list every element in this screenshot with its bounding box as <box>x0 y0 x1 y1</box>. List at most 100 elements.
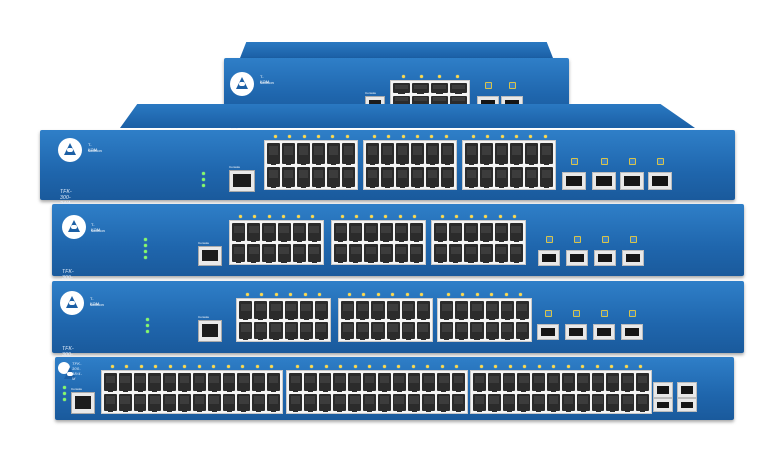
rj45-port <box>269 321 283 340</box>
sfp-port-cage <box>657 402 669 408</box>
sfp-port-cage <box>569 328 583 336</box>
rj45-port-contacts <box>533 375 544 384</box>
console-label: Console <box>365 91 377 95</box>
rj45-port-contacts <box>313 146 324 155</box>
rj45-port-contacts <box>301 324 312 332</box>
rj45-port-contacts <box>608 396 618 404</box>
rj45-port <box>318 373 332 391</box>
rj45-port <box>510 166 523 188</box>
status-led <box>202 178 205 181</box>
port-led <box>139 365 143 368</box>
rj45-port-contacts <box>388 303 399 312</box>
rj45-port <box>363 393 376 412</box>
rj45-port <box>412 83 429 93</box>
port-led <box>274 293 278 296</box>
sfp-port <box>622 250 644 266</box>
rj45-port <box>232 244 246 264</box>
rj45-port <box>606 373 620 391</box>
rj45-port <box>509 244 523 264</box>
rj45-port <box>392 373 406 391</box>
rj45-port <box>485 301 499 319</box>
rj45-port <box>636 373 649 391</box>
brand-sub: solution <box>91 228 105 233</box>
port-led <box>508 365 512 368</box>
console-port <box>198 246 222 266</box>
port-led <box>362 293 366 296</box>
port-led <box>552 365 556 368</box>
status-led <box>144 256 147 259</box>
console-label: Console <box>198 315 210 319</box>
rj45-port <box>148 393 162 412</box>
rj45-port <box>532 393 546 412</box>
rj45-port-contacts <box>382 146 393 155</box>
rj45-port <box>192 393 206 412</box>
rj45-port <box>434 244 448 264</box>
rj45-port-contacts <box>248 246 259 255</box>
status-led <box>146 330 149 333</box>
rj45-port-contacts <box>456 303 467 312</box>
sfp-port <box>562 172 586 190</box>
rj45-port-contacts <box>283 146 294 155</box>
rj45-port-block <box>101 370 283 414</box>
port-led <box>302 135 306 138</box>
rj45-port-contacts <box>209 396 220 404</box>
rj45-port-contacts <box>465 225 476 234</box>
rj45-port-contacts <box>533 396 544 404</box>
sfp-port-cage <box>681 386 693 394</box>
rj45-port <box>392 393 406 412</box>
status-led <box>63 392 66 395</box>
rj45-port <box>455 301 469 319</box>
rj45-port-contacts <box>496 225 507 234</box>
rj45-port-contacts <box>335 225 346 234</box>
rj45-port-contacts <box>328 146 339 155</box>
status-led <box>146 318 149 321</box>
port-led <box>355 215 359 218</box>
sfp-port-cage <box>652 176 668 186</box>
sfp-port-cage <box>596 176 612 186</box>
rj45-port-contacts <box>286 324 297 332</box>
rj45-port <box>480 143 493 164</box>
rj45-port <box>452 393 465 412</box>
port-led <box>624 365 628 368</box>
rj45-port-contacts <box>350 225 361 234</box>
sfp-led <box>571 158 578 165</box>
rj45-port <box>254 321 268 340</box>
port-led <box>461 293 465 296</box>
port-led <box>154 365 158 368</box>
rj45-port-contacts <box>349 396 360 404</box>
rj45-port-contacts <box>441 324 452 332</box>
rj45-port-contacts <box>279 225 290 234</box>
rj45-port <box>118 393 132 412</box>
port-led <box>486 135 490 138</box>
rj45-port-contacts <box>411 246 422 255</box>
rj45-port <box>449 244 463 264</box>
rj45-port <box>299 321 313 340</box>
brand-name: T-KOM <box>88 142 98 152</box>
rj45-port <box>409 223 423 243</box>
rj45-port <box>262 244 276 264</box>
port-led <box>387 135 391 138</box>
rj45-port <box>621 373 635 391</box>
sfp-led <box>657 158 664 165</box>
rj45-port <box>104 373 117 391</box>
sfp-led <box>573 310 580 317</box>
port-led <box>475 293 479 296</box>
rj45-port-contacts <box>135 375 145 384</box>
port-led <box>384 215 388 218</box>
rj45-port-contacts <box>253 396 264 404</box>
rj45-port <box>540 166 553 188</box>
rj45-port <box>407 393 421 412</box>
sfp-port <box>677 398 697 412</box>
port-led <box>420 293 424 296</box>
rj45-port-contacts <box>622 396 633 404</box>
rj45-port-contacts <box>450 246 461 255</box>
rj45-port-contacts <box>474 375 485 384</box>
rj45-port <box>470 301 484 319</box>
console-label: Console <box>198 241 210 245</box>
rj45-port <box>356 301 370 319</box>
rj45-port-contacts <box>622 375 633 384</box>
rj45-port <box>500 301 514 319</box>
port-led <box>376 293 380 296</box>
rj45-port <box>437 393 451 412</box>
